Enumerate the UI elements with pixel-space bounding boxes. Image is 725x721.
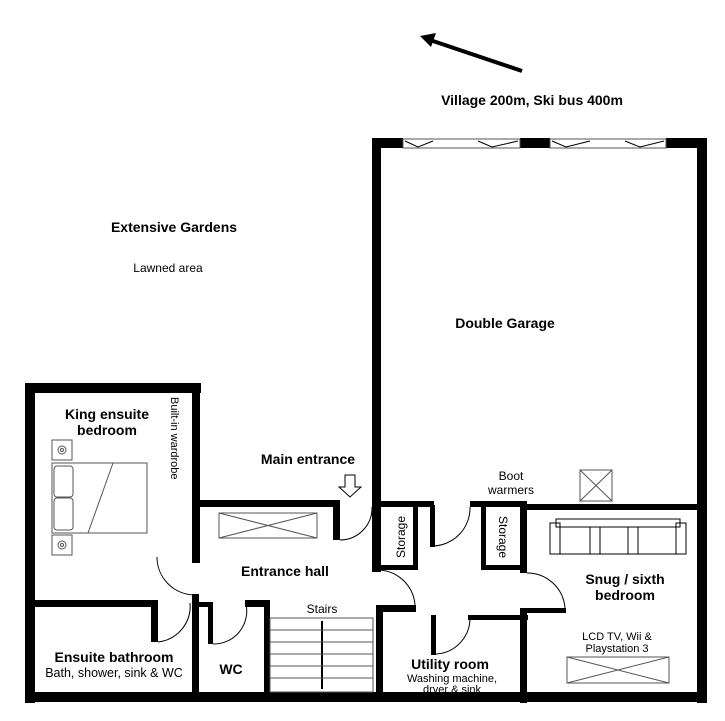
tv-unit (566, 656, 670, 684)
tv-label-1: LCD TV, Wii & (582, 631, 652, 643)
sofa (549, 518, 687, 555)
snug-label-2: bedroom (595, 587, 655, 603)
king-bedroom-label-1: King ensuite (65, 406, 149, 422)
direction-note: Village 200m, Ski bus 400m (441, 92, 623, 108)
walls (25, 138, 707, 703)
hall-furniture (218, 512, 318, 539)
gardens-title: Extensive Gardens (111, 219, 237, 235)
direction-arrow-icon (420, 33, 523, 73)
entrance-arrow-icon (337, 474, 363, 498)
ensuite-note: Bath, shower, sink & WC (45, 666, 183, 680)
utility-note-2: dryer & sink (423, 684, 482, 696)
entrance-hall-label: Entrance hall (241, 563, 329, 579)
garage-label: Double Garage (455, 315, 555, 331)
wardrobe-label: Built-in wardrobe (168, 397, 180, 480)
storage-label-1: Storage (394, 516, 408, 558)
gardens-subtitle: Lawned area (133, 261, 203, 275)
ensuite-label: Ensuite bathroom (54, 649, 173, 665)
door-swings (156, 506, 566, 655)
wc-label: WC (219, 661, 242, 677)
boot-label-1: Boot (499, 469, 524, 483)
main-entrance-label: Main entrance (261, 451, 355, 467)
utility-note-1: Washing machine, (407, 673, 497, 685)
stairs (269, 617, 374, 693)
boot-warmer-box (579, 469, 613, 502)
garage-doors (402, 138, 667, 149)
tv-label-2: Playstation 3 (586, 643, 649, 655)
bed (51, 439, 148, 556)
stairs-label: Stairs (307, 602, 338, 616)
king-bedroom-label-2: bedroom (77, 422, 137, 438)
snug-label-1: Snug / sixth (585, 571, 664, 587)
utility-label: Utility room (411, 656, 489, 672)
boot-label-2: warmers (487, 483, 534, 497)
storage-label-2: Storage (496, 516, 510, 558)
